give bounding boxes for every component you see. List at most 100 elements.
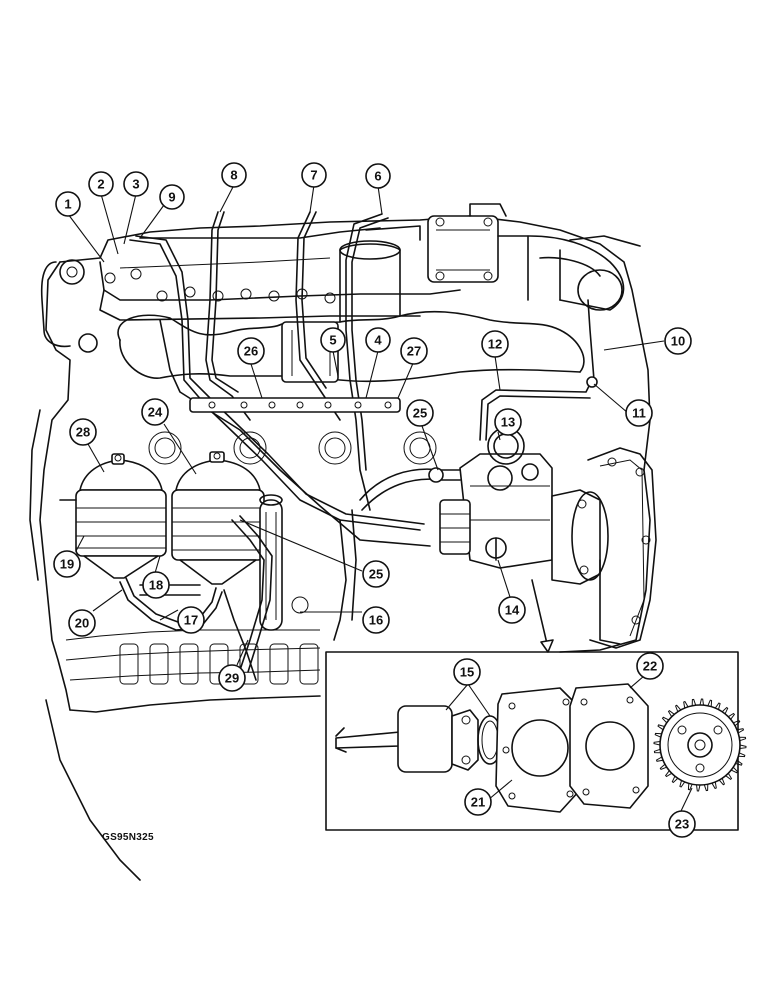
svg-text:18: 18 bbox=[149, 578, 163, 593]
svg-text:17: 17 bbox=[184, 613, 198, 628]
gear-tooth bbox=[736, 728, 745, 734]
svg-text:25: 25 bbox=[369, 567, 383, 582]
callout: 26 bbox=[237, 337, 265, 365]
svg-text:15: 15 bbox=[460, 665, 474, 680]
callout: 27 bbox=[400, 337, 428, 365]
svg-text:29: 29 bbox=[225, 671, 239, 686]
svg-text:26: 26 bbox=[244, 344, 258, 359]
svg-text:11: 11 bbox=[632, 406, 646, 421]
gear-tooth bbox=[653, 748, 661, 754]
gear-tooth bbox=[671, 775, 679, 784]
injector-lines bbox=[129, 211, 431, 547]
gear-tooth bbox=[657, 724, 665, 731]
gear-tooth bbox=[728, 712, 736, 720]
svg-text:4: 4 bbox=[374, 333, 382, 348]
svg-text:28: 28 bbox=[76, 425, 90, 440]
svg-text:8: 8 bbox=[230, 168, 237, 183]
callout: 18 bbox=[142, 571, 170, 599]
inset-exploded-view bbox=[325, 579, 747, 831]
callout: 7 bbox=[301, 162, 327, 188]
callout: 2 bbox=[88, 171, 114, 197]
svg-text:19: 19 bbox=[60, 557, 74, 572]
callout: 22 bbox=[636, 652, 664, 680]
callout: 19 bbox=[53, 550, 81, 578]
gear-tooth bbox=[696, 784, 701, 792]
gear-tooth bbox=[738, 752, 746, 758]
callout: 3 bbox=[123, 171, 149, 197]
svg-text:3: 3 bbox=[132, 177, 139, 192]
callout: 12 bbox=[481, 330, 509, 358]
callout: 11 bbox=[625, 399, 653, 427]
callout: 1 bbox=[55, 191, 81, 217]
thermostat-housing bbox=[427, 203, 641, 311]
svg-text:5: 5 bbox=[329, 333, 336, 348]
svg-text:2: 2 bbox=[97, 177, 104, 192]
svg-text:9: 9 bbox=[168, 190, 175, 205]
svg-text:22: 22 bbox=[643, 659, 657, 674]
gear-tooth bbox=[661, 716, 670, 724]
svg-text:20: 20 bbox=[75, 616, 89, 631]
callout: 21 bbox=[464, 788, 492, 816]
gear-tooth bbox=[664, 770, 672, 778]
callout: 13 bbox=[494, 408, 522, 436]
callout: 10 bbox=[664, 327, 692, 355]
callout: 4 bbox=[365, 327, 391, 353]
gear-tooth bbox=[730, 766, 739, 774]
gear-tooth bbox=[679, 780, 686, 788]
callout: 6 bbox=[365, 163, 391, 189]
gear-tooth bbox=[707, 699, 713, 707]
gear-tooth bbox=[667, 709, 675, 717]
gear-tooth bbox=[739, 744, 747, 749]
svg-text:1: 1 bbox=[64, 197, 71, 212]
cylinder-head bbox=[99, 257, 461, 321]
svg-text:23: 23 bbox=[675, 817, 689, 832]
callout: 24 bbox=[141, 398, 169, 426]
callout: 5 bbox=[320, 327, 346, 353]
callout: 8 bbox=[221, 162, 247, 188]
return-lines bbox=[479, 299, 598, 441]
gear-tooth bbox=[733, 719, 741, 727]
gear-tooth bbox=[739, 736, 747, 742]
injection-pump bbox=[439, 427, 609, 585]
gear-tooth bbox=[714, 702, 721, 710]
svg-text:12: 12 bbox=[488, 337, 502, 352]
callout: 16 bbox=[362, 606, 390, 634]
gear-tooth bbox=[683, 700, 689, 709]
callout: 15 bbox=[453, 658, 481, 686]
svg-text:14: 14 bbox=[505, 603, 520, 618]
gear-tooth bbox=[725, 773, 733, 781]
gear-tooth bbox=[674, 704, 682, 712]
svg-text:7: 7 bbox=[310, 168, 317, 183]
callout: 25 bbox=[362, 560, 390, 588]
callouts: 1 2 3 9 8 7 6 10 26 5 4 27 12 11 28 24 2… bbox=[53, 162, 696, 838]
svg-text:6: 6 bbox=[374, 169, 381, 184]
exhaust-manifold bbox=[117, 240, 585, 383]
fuel-hoses bbox=[119, 467, 461, 681]
gear-tooth bbox=[703, 784, 709, 792]
gear-tooth bbox=[687, 783, 693, 791]
gear-tooth bbox=[711, 781, 717, 790]
gear-tooth bbox=[721, 706, 729, 715]
callout: 9 bbox=[159, 184, 185, 210]
callout: 28 bbox=[69, 418, 97, 446]
callout: 29 bbox=[218, 664, 246, 692]
timing-cover bbox=[587, 447, 657, 649]
callout: 14 bbox=[498, 596, 526, 624]
drive-gear bbox=[653, 698, 747, 792]
gear-tooth bbox=[655, 756, 664, 762]
svg-text:24: 24 bbox=[148, 405, 163, 420]
fuel-filter-left bbox=[75, 453, 167, 579]
fuel-filter-right bbox=[171, 451, 265, 585]
figure-code: GS95N325 bbox=[102, 832, 154, 843]
gear-tooth bbox=[659, 763, 667, 771]
svg-text:13: 13 bbox=[501, 415, 515, 430]
callout: 25 bbox=[406, 399, 434, 427]
callout: 17 bbox=[177, 606, 205, 634]
svg-text:21: 21 bbox=[471, 795, 485, 810]
gear-tooth bbox=[654, 732, 662, 738]
gear-tooth bbox=[653, 741, 661, 746]
gear-tooth bbox=[735, 759, 743, 766]
leader-lines bbox=[67, 184, 693, 812]
gear-tooth bbox=[718, 778, 726, 786]
